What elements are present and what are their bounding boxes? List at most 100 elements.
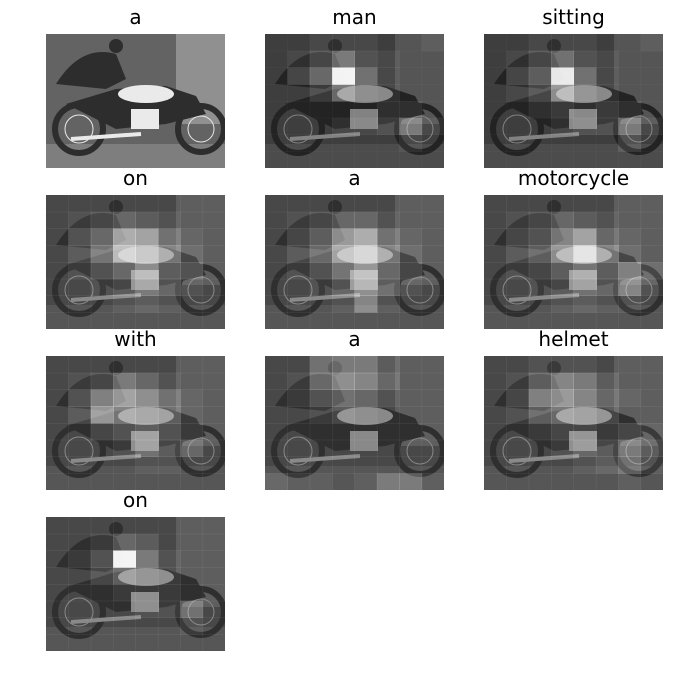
attention-cell — [90, 423, 114, 441]
attention-cell — [202, 584, 225, 602]
attention-cell — [354, 473, 378, 490]
attention-cell — [640, 278, 663, 296]
attention-cell — [113, 295, 136, 313]
attention-cell — [309, 389, 333, 407]
motorcycle-photo — [484, 356, 663, 490]
attention-cell — [287, 117, 311, 135]
attention-cell — [376, 245, 400, 263]
attention-cell — [287, 456, 311, 474]
attention-heatmap — [265, 34, 444, 168]
attention-cell — [528, 117, 552, 135]
attention-cell — [528, 195, 552, 213]
attention-cell — [573, 423, 597, 441]
attention-cell — [287, 295, 311, 313]
attention-cell — [157, 550, 181, 568]
attention-cell — [573, 211, 597, 229]
attention-cell — [399, 67, 423, 85]
attention-heatmap — [484, 356, 663, 490]
attention-cell — [157, 262, 181, 280]
attention-cell — [573, 245, 597, 263]
attention-cell — [528, 50, 552, 68]
attention-cell — [354, 245, 378, 263]
attention-cell — [46, 211, 69, 229]
attention-cell — [287, 134, 311, 152]
attention-cell — [202, 356, 225, 374]
attention-cell — [551, 356, 574, 374]
panel-word-label: helmet — [538, 327, 609, 351]
attention-cell — [157, 567, 181, 585]
attention-cell — [376, 423, 400, 441]
attention-cell — [309, 67, 333, 85]
attention-cell — [90, 550, 114, 568]
attention-cell — [332, 195, 355, 213]
attention-cell — [157, 195, 181, 213]
attention-cell — [202, 211, 225, 229]
attention-cell — [484, 195, 507, 213]
panel-word-label: a — [348, 166, 361, 190]
attention-cell — [287, 372, 311, 390]
attention-cell — [354, 456, 378, 474]
attention-panel-5: a — [265, 161, 444, 329]
attention-cell — [68, 295, 92, 313]
attention-cell — [421, 245, 444, 263]
attention-cell — [135, 245, 159, 263]
attention-cell — [135, 617, 159, 635]
attention-cell — [421, 84, 444, 102]
attention-cell — [287, 67, 311, 85]
attention-cell — [90, 278, 114, 296]
attention-cell — [573, 67, 597, 85]
attention-cell — [332, 278, 355, 296]
attention-cell — [309, 117, 333, 135]
attention-cell — [376, 262, 400, 280]
attention-cell — [90, 372, 114, 390]
attention-cell — [332, 211, 355, 229]
attention-cell — [376, 84, 400, 102]
attention-cell — [265, 356, 288, 374]
attention-cell — [618, 34, 642, 52]
attention-cell — [551, 151, 574, 168]
attention-cell — [135, 211, 159, 229]
attention-cell — [265, 406, 288, 424]
attention-cell — [595, 101, 619, 119]
attention-cell — [354, 84, 378, 102]
attention-cell — [640, 195, 663, 213]
attention-cell — [573, 262, 597, 280]
attention-cell — [528, 312, 552, 329]
attention-cell — [354, 278, 378, 296]
attention-cell — [595, 456, 619, 474]
attention-heatmap — [46, 195, 225, 329]
attention-cell — [287, 389, 311, 407]
attention-cell — [202, 312, 225, 329]
attention-cell — [376, 67, 400, 85]
attention-cell — [265, 50, 288, 68]
attention-cell — [506, 50, 530, 68]
attention-cell — [135, 262, 159, 280]
attention-cell — [135, 389, 159, 407]
attention-cell — [135, 517, 159, 535]
attention-cell — [113, 372, 136, 390]
attention-cell — [528, 262, 552, 280]
attention-image — [46, 195, 225, 329]
attention-cell — [46, 356, 69, 374]
attention-cell — [376, 389, 400, 407]
attention-cell — [618, 406, 642, 424]
attention-cell — [618, 456, 642, 474]
attention-cell — [618, 245, 642, 263]
attention-cell — [202, 278, 225, 296]
attention-cell — [68, 584, 92, 602]
attention-cell — [640, 295, 663, 313]
attention-cell — [506, 101, 530, 119]
attention-cell — [528, 372, 552, 390]
attention-cell — [595, 50, 619, 68]
attention-cell — [180, 389, 204, 407]
attention-cell — [265, 456, 288, 474]
attention-cell — [309, 473, 333, 490]
attention-cell — [309, 211, 333, 229]
attention-cell — [376, 456, 400, 474]
attention-image — [484, 34, 663, 168]
attention-cell — [90, 211, 114, 229]
attention-panel-7: with — [46, 322, 225, 490]
attention-cell — [180, 634, 204, 651]
attention-cell — [551, 439, 574, 457]
attention-cell — [506, 211, 530, 229]
